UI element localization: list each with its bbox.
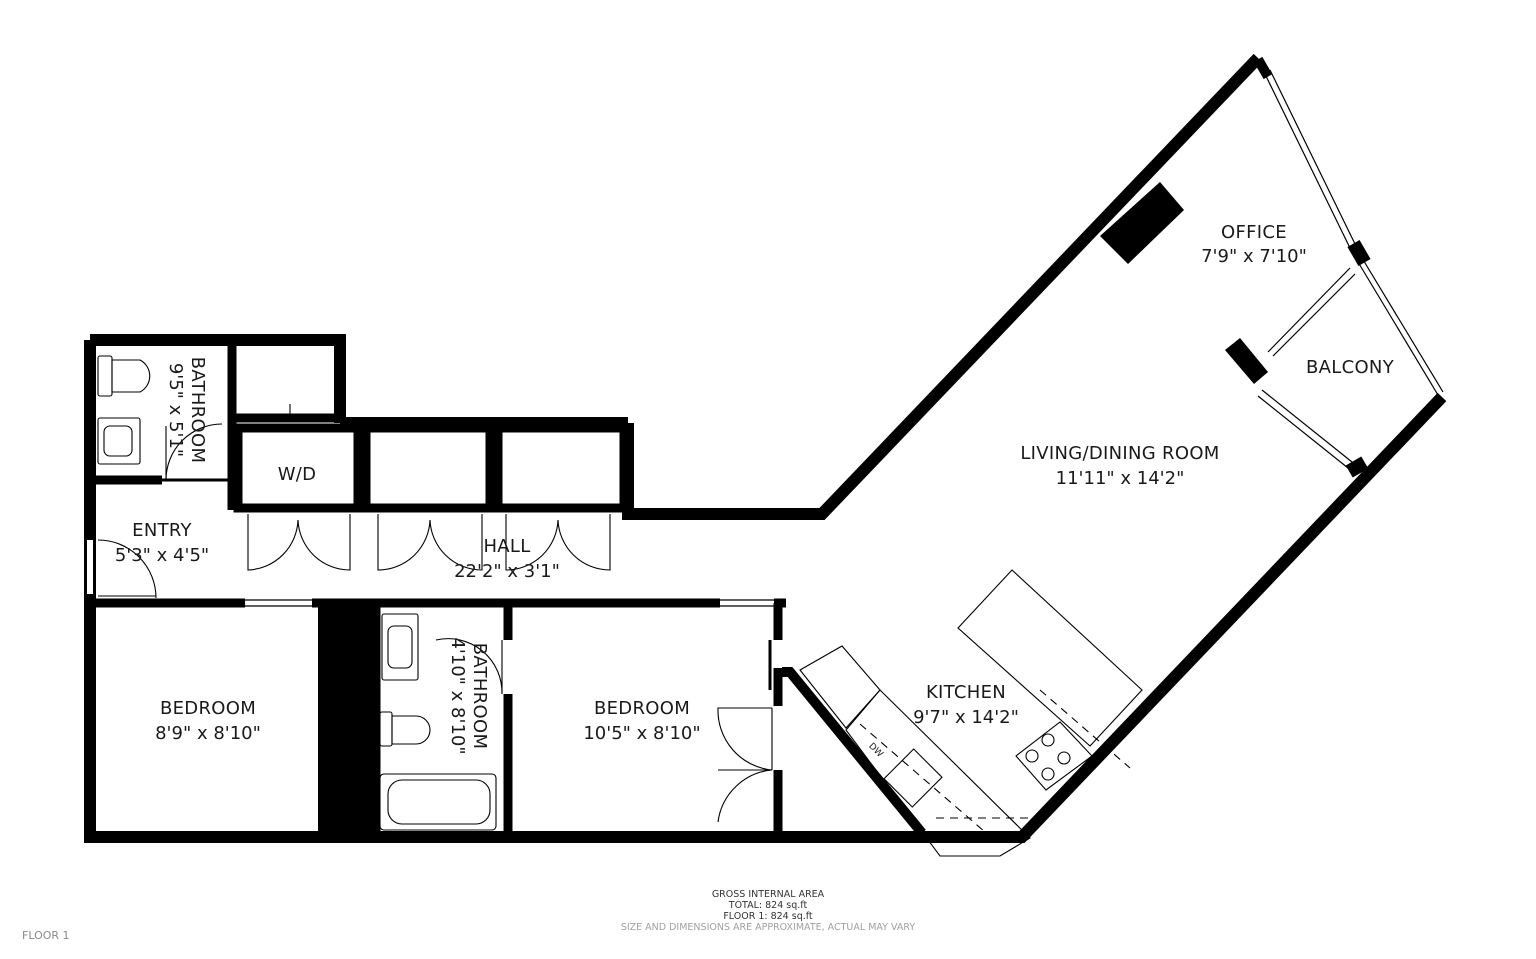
room-name-entry: ENTRY — [132, 520, 192, 541]
room-dims-bathroom-2: 4'10" x 8'10" — [447, 637, 468, 754]
windows — [245, 69, 1444, 607]
room-dims-bedroom-2: 10'5" x 8'10" — [583, 723, 700, 744]
doors — [97, 423, 773, 823]
room-name-balcony: BALCONY — [1306, 357, 1395, 378]
room-name-kitchen: KITCHEN — [926, 682, 1006, 703]
wall-stubs — [1100, 56, 1371, 478]
room-name-hall: HALL — [483, 536, 530, 557]
room-name-bathroom-2: BATHROOM — [469, 643, 490, 750]
room-dims-office: 7'9" x 7'10" — [1201, 246, 1307, 267]
room-dims-hall: 22'2" x 3'1" — [454, 561, 560, 582]
interior-walls — [87, 340, 926, 837]
gross-area-title: GROSS INTERNAL AREA — [711, 889, 825, 900]
room-dims-bathroom-1: 9'5" x 5'1" — [165, 363, 186, 457]
room-name-bedroom-1: BEDROOM — [160, 698, 256, 719]
dishwasher-label: DW — [866, 741, 884, 759]
room-name-living: LIVING/DINING ROOM — [1020, 443, 1219, 464]
room-name-bathroom-1: BATHROOM — [187, 357, 208, 464]
exterior-walls — [84, 53, 1447, 843]
room-dims-bedroom-1: 8'9" x 8'10" — [155, 723, 261, 744]
gross-area-block: GROSS INTERNAL AREA TOTAL: 824 sq.ft FLO… — [0, 889, 1536, 933]
disclaimer: SIZE AND DIMENSIONS ARE APPROXIMATE, ACT… — [620, 922, 916, 933]
room-dims-living: 11'11" x 14'2" — [1056, 468, 1185, 489]
gross-area-floor: FLOOR 1: 824 sq.ft — [723, 911, 813, 922]
floor-label: FLOOR 1 — [22, 929, 70, 942]
room-name-office: OFFICE — [1221, 222, 1287, 243]
room-labels: OFFICE 7'9" x 7'10" BALCONY LIVING/DININ… — [115, 222, 1395, 760]
room-name-wd: W/D — [278, 464, 317, 485]
room-dims-kitchen: 9'7" x 14'2" — [913, 707, 1019, 728]
fixtures — [97, 355, 1143, 857]
gross-area-total: TOTAL: 824 sq.ft — [728, 900, 808, 911]
room-name-bedroom-2: BEDROOM — [594, 698, 690, 719]
room-dims-entry: 5'3" x 4'5" — [115, 545, 209, 566]
